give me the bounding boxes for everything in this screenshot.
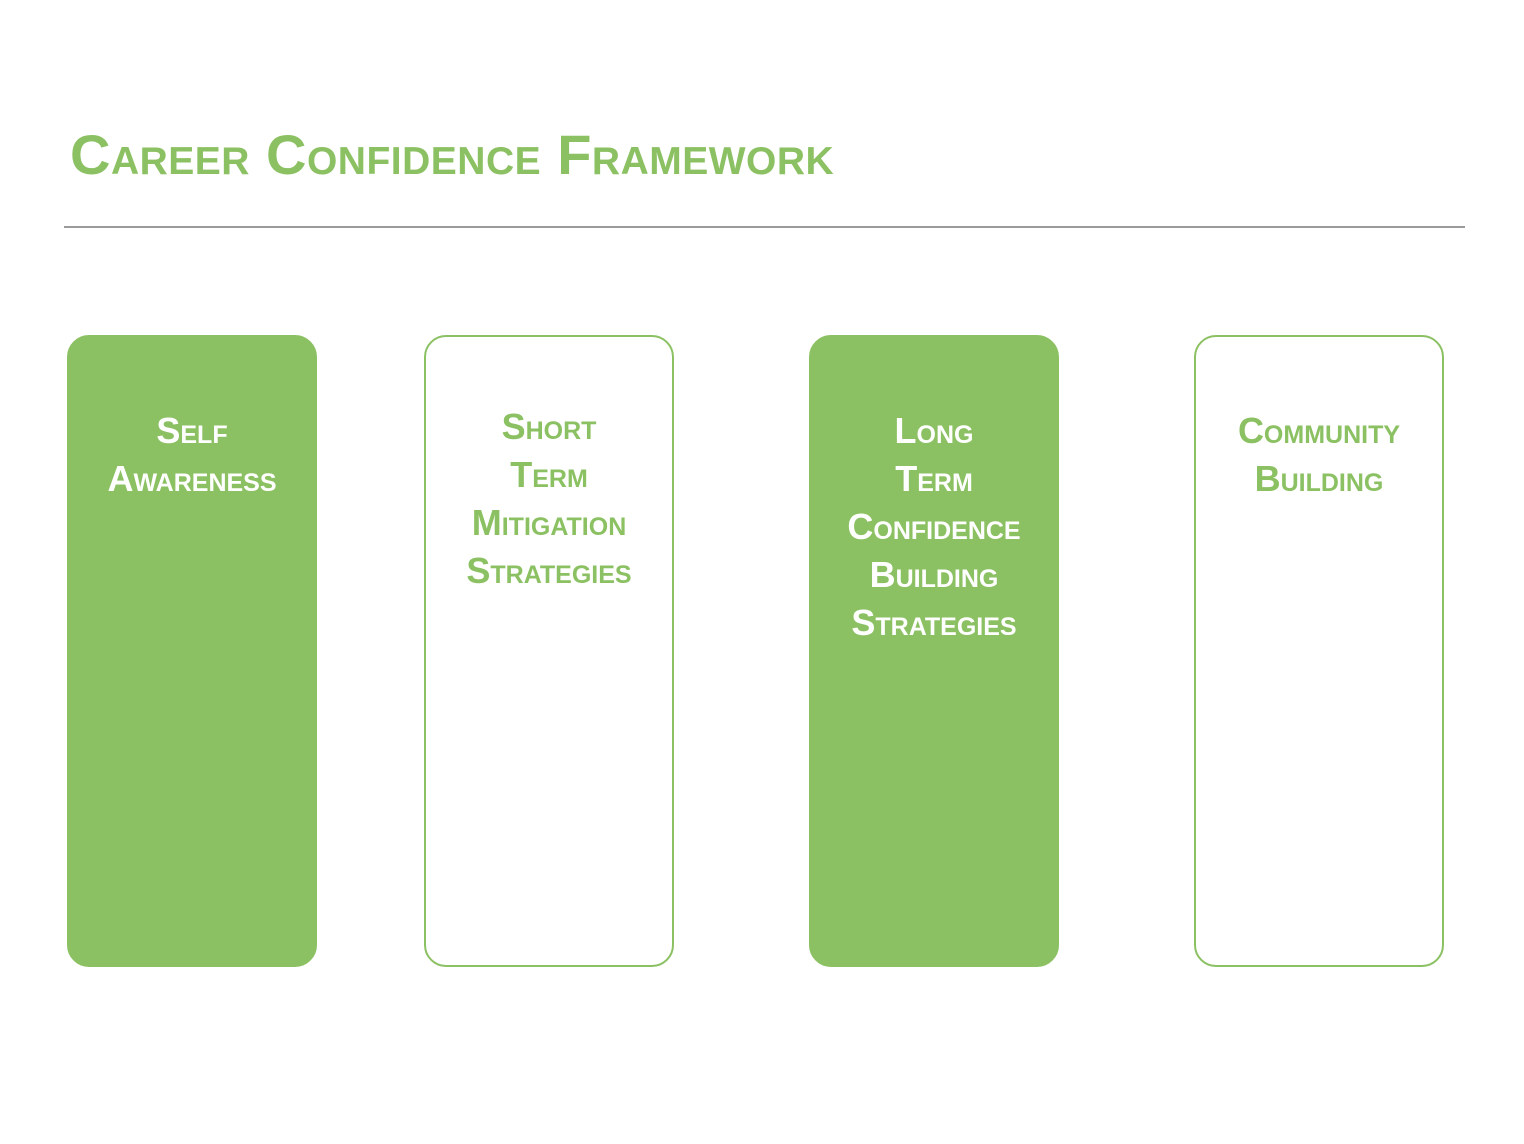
card-label: Short Term Mitigation Strategies	[466, 406, 632, 591]
title-divider	[64, 226, 1465, 228]
card-label: Self Awareness	[107, 410, 277, 499]
card-long-term-confidence-building-strategies: Long Term Confidence Building Strategies	[809, 335, 1059, 967]
card-self-awareness: Self Awareness	[67, 335, 317, 967]
card-label: Community Building	[1237, 410, 1401, 499]
card-short-term-mitigation-strategies: Short Term Mitigation Strategies	[424, 335, 674, 967]
card-community-building: Community Building	[1194, 335, 1444, 967]
page-title: Career Confidence Framework	[70, 123, 835, 186]
card-label: Long Term Confidence Building Strategies	[847, 410, 1021, 643]
